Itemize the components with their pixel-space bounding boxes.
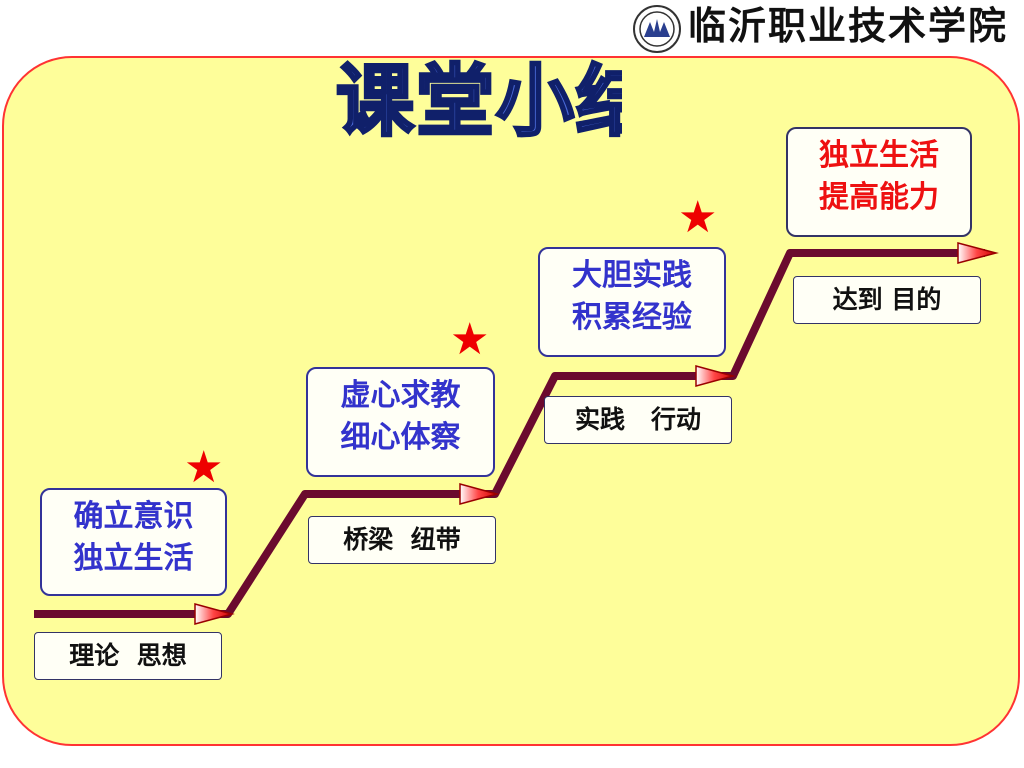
step-3-label: 实践 行动 bbox=[544, 396, 732, 444]
step-2-label: 桥梁 纽带 bbox=[308, 516, 496, 564]
arrow-head-4 bbox=[957, 242, 999, 264]
step-4-line1: 独立生活 bbox=[819, 138, 939, 173]
step-4-line2: 提高能力 bbox=[819, 180, 939, 215]
step-3-line2: 积累经验 bbox=[572, 300, 692, 335]
school-name: 临沂职业技术学院 bbox=[688, 3, 1009, 48]
star-icon: ★ bbox=[678, 192, 718, 243]
school-emblem-icon bbox=[633, 5, 681, 53]
arrow-head-1 bbox=[194, 603, 235, 625]
arrow-head-2 bbox=[459, 483, 500, 505]
star-icon: ★ bbox=[184, 442, 224, 493]
step-3-line1: 大胆实践 bbox=[572, 258, 692, 293]
step-1-label: 理论 思想 bbox=[34, 632, 222, 680]
step-2-heading: 虚心求教 细心体察 bbox=[306, 367, 495, 477]
step-1-line2: 独立生活 bbox=[73, 541, 194, 576]
step-4-heading: 独立生活 提高能力 bbox=[786, 127, 972, 237]
step-2-line1: 虚心求教 bbox=[340, 378, 461, 413]
step-1-heading: 确立意识 独立生活 bbox=[40, 488, 227, 596]
step-4-label: 达到 目的 bbox=[793, 276, 981, 324]
star-icon: ★ bbox=[450, 314, 490, 365]
step-1-line1: 确立意识 bbox=[73, 499, 194, 534]
arrow-head-3 bbox=[695, 365, 736, 387]
title-text: 课堂小结 bbox=[336, 57, 622, 146]
step-3-heading: 大胆实践 积累经验 bbox=[538, 247, 726, 357]
step-2-line2: 细心体察 bbox=[340, 420, 461, 455]
page-title: 课堂小结 bbox=[0, 36, 1024, 147]
school-logo: 临沂职业技术学院 bbox=[632, 2, 1022, 54]
